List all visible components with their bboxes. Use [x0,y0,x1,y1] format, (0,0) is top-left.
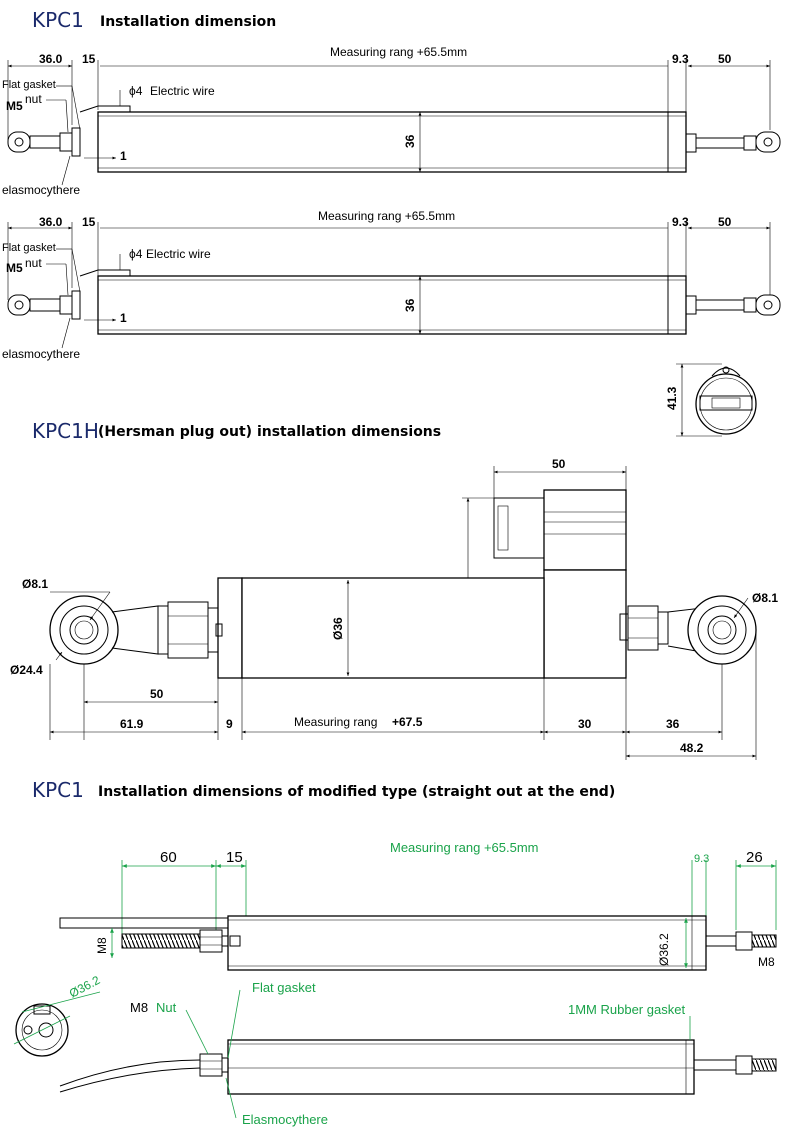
measuring-range-label-s3: Measuring rang +65.5mm [390,840,539,855]
m8-right-label: M8 [758,955,775,969]
dim-dia-8-1-right: Ø8.1 [752,591,778,605]
right-eye-end [619,595,757,665]
electric-wire-label: Electric wire [150,84,215,98]
section-1: KPC1 Installation dimension 36.0 15 Meas… [2,8,781,197]
m8-left-label: M8 [95,937,109,954]
sensor-body-h [241,577,545,679]
section-3-model: KPC1 [32,778,84,802]
m8-bottom-label: M8 [130,1000,148,1015]
left-eye-end [49,595,223,665]
dim-15-b: 15 [82,215,96,229]
flat-gasket-label-b: Flat gasket [2,242,56,254]
dim-9: 9 [226,717,233,731]
flat-gasket-label-s3: Flat gasket [252,980,316,995]
section-2: KPC1H (Hersman plug out) installation di… [10,419,778,760]
dim-50-b: 50 [718,215,732,229]
dia-36-2-label: Ø36.2 [657,933,671,966]
dim-61-9: 61.9 [120,717,144,731]
nut-label-s3: Nut [156,1000,177,1015]
right-rod-end-b [685,294,781,316]
hersman-plug [493,489,627,679]
measuring-range-label-h: Measuring rang [294,715,377,729]
dim-9-3: 9.3 [672,52,689,66]
dim-48-2: 48.2 [680,741,704,755]
m5-label-b: M5 [6,261,23,275]
measuring-range-label: Measuring rang +65.5mm [330,45,467,59]
dim-36-0-b: 36.0 [39,215,63,229]
dim-36: 36 [403,134,417,148]
section-1-title: Installation dimension [100,14,276,30]
dim-50: 50 [718,52,732,66]
section-2-model: KPC1H [32,419,99,443]
measuring-range-value-h: +67.5 [392,715,423,729]
dim-15-s3: 15 [226,849,243,866]
flat-gasket-label: Flat gasket [2,79,56,91]
dim-30: 30 [578,717,592,731]
end-view: 41.3 [665,363,757,437]
dia-36-2-b-label: Ø36.2 [67,973,103,1001]
section-3-title: Installation dimensions of modified type… [98,784,615,800]
phi4-label-b: ϕ4 [129,247,143,261]
section-1-model: KPC1 [32,8,84,32]
electric-wire-label-b: Electric wire [146,247,211,261]
end-view-s3 [13,991,101,1057]
sensor-body-s3 [227,915,707,971]
elasmocythere-label-b: elasmocythere [2,347,80,361]
nut-label-b: nut [25,256,42,270]
rubber-gasket-label: 1MM Rubber gasket [568,1002,685,1017]
sensor-body-b [97,275,687,335]
dim-dia-36: Ø36 [331,617,345,640]
dim-41-3: 41.3 [665,386,679,410]
dim-50-bottom: 50 [150,687,164,701]
elasmocythere-label: elasmocythere [2,183,80,197]
dim-26: 26 [746,849,763,866]
left-rod-end [7,127,81,157]
right-rod-end [685,131,781,153]
dim-dia-24-4: Ø24.4 [10,663,43,677]
measuring-range-label-b: Measuring rang +65.5mm [318,209,455,223]
dim-1-b: 1 [120,311,127,325]
section-2-title: (Hersman plug out) installation dimensio… [98,424,441,440]
dim-36-b: 36 [403,298,417,312]
dim-15: 15 [82,52,96,66]
sensor-body [97,111,687,173]
nut-label: nut [25,92,42,106]
m5-label: M5 [6,99,23,113]
dim-36-0: 36.0 [39,52,63,66]
dim-50-top: 50 [552,457,566,471]
left-rod-end-b [7,290,81,320]
elasmocythere-label-s3: Elasmocythere [242,1112,328,1127]
dim-1: 1 [120,149,127,163]
dim-9-3-s3: 9.3 [694,853,709,865]
dim-dia-8-1-left: Ø8.1 [22,577,48,591]
dim-60: 60 [160,849,177,866]
phi4-label: ϕ4 [129,84,143,98]
dim-36-right: 36 [666,717,680,731]
section-1b: 36.0 15 Measuring rang +65.5mm 9.3 50 36… [2,209,781,437]
dim-9-3-b: 9.3 [672,215,689,229]
sensor-body-s3-bottom [227,1039,695,1095]
section-3: KPC1 Installation dimensions of modified… [13,778,777,1127]
